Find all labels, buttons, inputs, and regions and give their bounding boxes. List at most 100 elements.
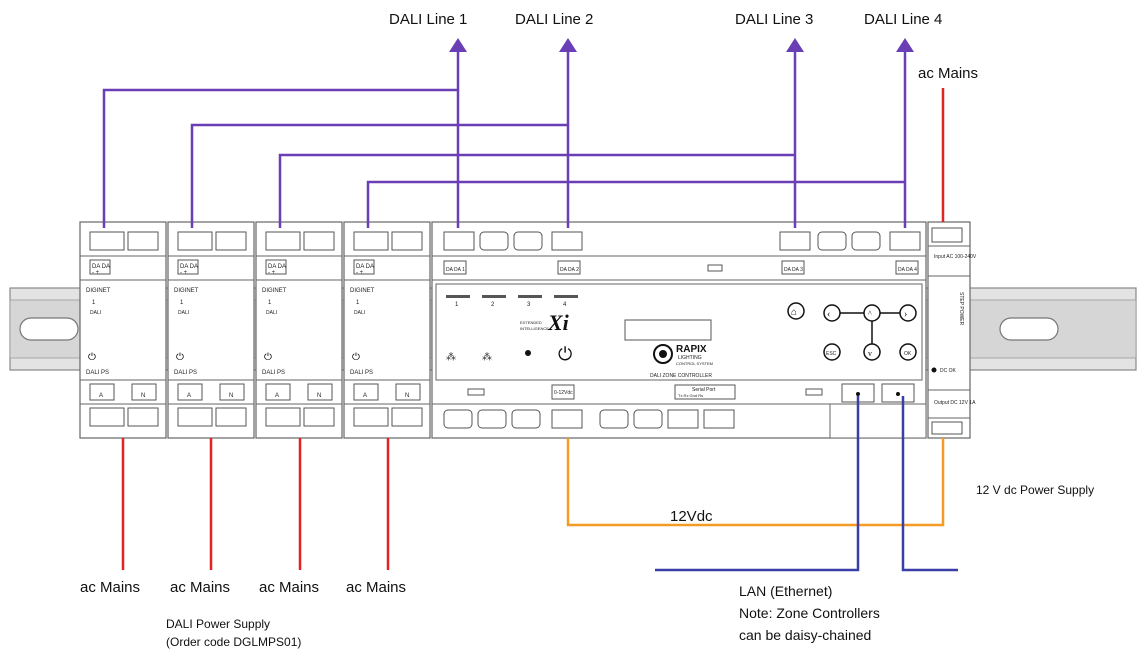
lan-wiring	[655, 396, 958, 572]
power-supply-label: 12 V dc Power Supply	[976, 483, 1094, 497]
step-power-supply: Input AC 100-240V STEP POWER DC OK Outpu…	[927, 221, 977, 439]
intelligence-label: INTELLIGENCE	[520, 326, 549, 331]
lan-note-label: Note: Zone Controllers	[739, 605, 880, 621]
dali-logo-label: DALI	[266, 310, 277, 316]
port-label-3: 3	[527, 302, 531, 308]
power-icon: ⏻	[352, 352, 360, 363]
dali-ps-module-3: DA DA - + DIGINET 1 DALI ⏻ DALI PS A N	[255, 221, 343, 439]
power-icon: ⏻	[558, 344, 572, 364]
terminal-n-label: N	[405, 393, 409, 399]
up-button[interactable]	[863, 304, 881, 322]
ps-name-label: DALI PS	[86, 370, 109, 376]
dali-ps-module-2: DA DA - + DIGINET 1 DALI ⏻ DALI PS A N	[167, 221, 255, 439]
nav-connector	[840, 312, 900, 344]
rapix-sub2: CONTROL SYSTEM	[676, 361, 713, 366]
dali-ps-order-code: (Order code DGLMPS01)	[166, 635, 301, 649]
ac-mains-label-3: ac Mains	[259, 579, 319, 596]
dali-logo-label: DALI	[178, 310, 189, 316]
dali-line-3-label: DALI Line 3	[735, 11, 813, 28]
dada-label: DA DA	[268, 264, 286, 270]
serial-pins-label: Tx Rx Gnd Rs	[678, 393, 703, 398]
dada-port-2: DA DA 2	[560, 267, 579, 273]
extended-label: EXTENDED	[520, 320, 542, 325]
chevron-right-icon: ›	[904, 309, 907, 320]
port-label-2: 2	[491, 302, 495, 308]
channel-label: 1	[356, 300, 360, 306]
ok-button[interactable]	[899, 343, 917, 361]
power-icon: ⏻	[264, 352, 272, 363]
rapix-logo: RAPIX LIGHTING CONTROL SYSTEM	[653, 344, 713, 366]
esc-button[interactable]	[823, 343, 841, 361]
step-output-label: Output DC 12V 1A	[934, 400, 976, 406]
terminal-a-label: A	[275, 393, 279, 399]
power-icon: ⏻	[88, 352, 96, 363]
polarity-label: - +	[92, 270, 100, 276]
dali-line-1-label: DALI Line 1	[389, 11, 467, 28]
arrowhead-line-1	[449, 38, 467, 52]
ps-name-label: DALI PS	[350, 370, 373, 376]
ac-mains-label-4: ac Mains	[346, 579, 406, 596]
chevron-left-icon: ‹	[827, 309, 830, 320]
terminal-n-label: N	[141, 393, 145, 399]
home-button[interactable]	[787, 302, 805, 320]
dada-port-3: DA DA 3	[784, 267, 803, 273]
dc-wiring	[566, 438, 945, 527]
dali-ps-module-4: DA DA - + DIGINET 1 DALI ⏻ DALI PS A N	[343, 221, 431, 439]
dc-voltage-label: 12Vdc	[670, 508, 713, 525]
channel-label: 1	[268, 300, 272, 306]
brand-label: DIGINET	[86, 288, 111, 294]
lan-label: LAN (Ethernet)	[739, 583, 832, 599]
dali-line-2-label: DALI Line 2	[515, 11, 593, 28]
rapix-brand: RAPIX	[676, 344, 707, 355]
ac-mains-top-label: ac Mains	[918, 65, 978, 82]
polarity-label: - +	[356, 270, 364, 276]
terminal-a-label: A	[187, 393, 191, 399]
xi-logo: Xi	[547, 310, 570, 335]
chevron-down-icon: v	[868, 349, 872, 358]
dali-ps-modules: DA DA - + DIGINET 1 DALI ⏻ DALI PS A N D…	[79, 221, 431, 439]
brand-label: DIGINET	[350, 288, 375, 294]
dali-ps-module-1: DA DA - + DIGINET 1 DALI ⏻ DALI PS A N	[79, 221, 167, 439]
power-icon: ⏻	[176, 352, 184, 363]
chevron-up-icon: ^	[868, 309, 872, 318]
network-icon-1: ⁂	[446, 352, 456, 363]
step-brand-label: STEP POWER	[958, 292, 964, 326]
zone-controller: DA DA 1 DA DA 2 DA DA 3 DA DA 4 1 2 3 4 …	[431, 221, 927, 439]
dada-label: DA DA	[92, 264, 110, 270]
polarity-label: - +	[180, 270, 188, 276]
mains-wiring	[121, 88, 945, 570]
dali-wiring	[102, 52, 907, 228]
ac-mains-label-2: ac Mains	[170, 579, 230, 596]
network-icon-2: ⁂	[482, 352, 492, 363]
arrowhead-line-3	[786, 38, 804, 52]
esc-label: ESC	[826, 351, 837, 357]
ps-name-label: DALI PS	[262, 370, 285, 376]
dc-ok-label: DC OK	[940, 368, 957, 374]
lan-daisy-label: can be daisy-chained	[739, 627, 871, 643]
brand-label: DIGINET	[174, 288, 199, 294]
dc-ok-led	[931, 367, 937, 373]
controller-name: DALI ZONE CONTROLLER	[650, 373, 712, 379]
vdc-port-label: 0-12Vdc	[554, 390, 573, 396]
serial-port-label: Serial Port	[692, 387, 716, 393]
rapix-sub: LIGHTING	[678, 355, 702, 361]
terminal-n-label: N	[317, 393, 321, 399]
terminal-n-label: N	[229, 393, 233, 399]
right-button[interactable]	[899, 304, 917, 322]
dada-port-1: DA DA 1	[446, 267, 465, 273]
dada-label: DA DA	[180, 264, 198, 270]
home-icon: ⌂	[791, 307, 797, 318]
terminal-a-label: A	[99, 393, 103, 399]
polarity-label: - +	[268, 270, 276, 276]
dada-label: DA DA	[356, 264, 374, 270]
terminal-a-label: A	[363, 393, 367, 399]
dali-arrowheads	[449, 38, 914, 52]
ps-name-label: DALI PS	[174, 370, 197, 376]
brand-label: DIGINET	[262, 288, 287, 294]
ac-mains-label-1: ac Mains	[80, 579, 140, 596]
dada-port-4: DA DA 4	[898, 267, 917, 273]
channel-label: 1	[180, 300, 184, 306]
down-button[interactable]	[863, 343, 881, 361]
